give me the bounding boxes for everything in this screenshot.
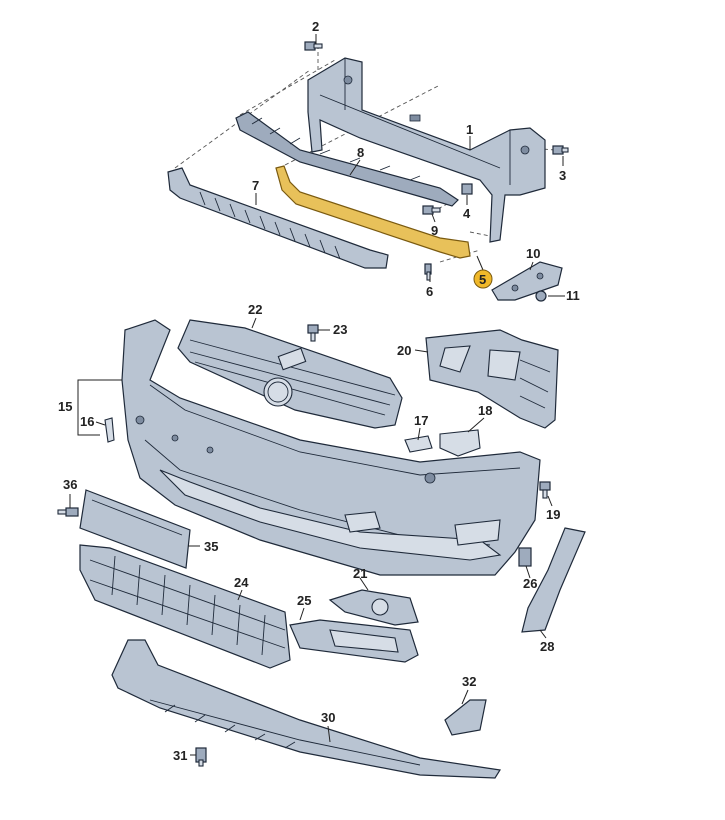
part-16-cap xyxy=(104,417,115,443)
callout-26: 26 xyxy=(523,576,537,591)
callout-24: 24 xyxy=(234,575,249,590)
callout-11: 11 xyxy=(566,288,580,303)
callout-31: 31 xyxy=(173,748,187,763)
callout-1: 1 xyxy=(466,122,473,137)
callout-22: 22 xyxy=(248,302,262,317)
callout-2: 2 xyxy=(312,19,319,34)
part-1-reinforcement-bar xyxy=(307,57,546,243)
callout-6: 6 xyxy=(426,284,433,299)
callout-23: 23 xyxy=(333,322,347,337)
part-7-impact-absorber xyxy=(167,167,389,269)
part-20-side-bracket xyxy=(425,329,559,429)
part-31-screw xyxy=(195,747,207,767)
part-3-screw xyxy=(552,145,569,155)
part-10-bracket xyxy=(491,261,563,301)
callout-8: 8 xyxy=(357,145,364,160)
part-21-fog-housing xyxy=(328,589,419,626)
part-22-grille xyxy=(177,319,403,429)
callout-16: 16 xyxy=(80,414,94,429)
leader-lines xyxy=(69,34,565,756)
callout-9: 9 xyxy=(431,223,438,238)
callout-21: 21 xyxy=(353,566,367,581)
part-15-bumper-cover xyxy=(121,319,541,576)
callout-labels: 2 1 3 4 8 7 9 10 11 6 5 22 23 20 15 16 1… xyxy=(58,19,580,763)
part-17-clip xyxy=(404,435,433,453)
part-36-screw xyxy=(57,507,79,517)
callout-10: 10 xyxy=(526,246,540,261)
part-4-clip xyxy=(461,183,473,195)
callout-30: 30 xyxy=(321,710,335,725)
callout-5: 5 xyxy=(479,272,486,287)
part-11-nut xyxy=(535,290,547,302)
callout-25: 25 xyxy=(297,593,311,608)
part-35-plate-holder xyxy=(79,489,191,569)
part-18-bracket xyxy=(439,429,481,457)
callout-32: 32 xyxy=(462,674,476,689)
callout-15: 15 xyxy=(58,399,72,414)
part-2-screw xyxy=(304,41,323,51)
callout-36: 36 xyxy=(63,477,77,492)
part-9-screw xyxy=(422,205,441,215)
callout-35: 35 xyxy=(204,539,218,554)
callout-3: 3 xyxy=(559,168,566,183)
part-19-screw xyxy=(539,481,551,499)
part-8-absorber-strip xyxy=(235,111,459,207)
callout-28: 28 xyxy=(540,639,554,654)
part-30-spoiler xyxy=(111,639,501,779)
callout-18: 18 xyxy=(478,403,492,418)
callout-7: 7 xyxy=(252,178,259,193)
callout-20: 20 xyxy=(397,343,411,358)
part-25-fog-trim xyxy=(289,619,419,663)
callout-5-badge: 5 xyxy=(473,269,493,289)
callout-19: 19 xyxy=(546,507,560,522)
callout-17: 17 xyxy=(414,413,428,428)
part-26-clip xyxy=(518,547,532,567)
callout-4: 4 xyxy=(463,206,471,221)
part-32-bracket xyxy=(444,699,487,736)
part-28-side-trim xyxy=(521,527,586,633)
part-5-guide-rail xyxy=(275,165,471,259)
part-24-lower-grille xyxy=(79,544,291,669)
part-23-screw xyxy=(307,324,319,342)
